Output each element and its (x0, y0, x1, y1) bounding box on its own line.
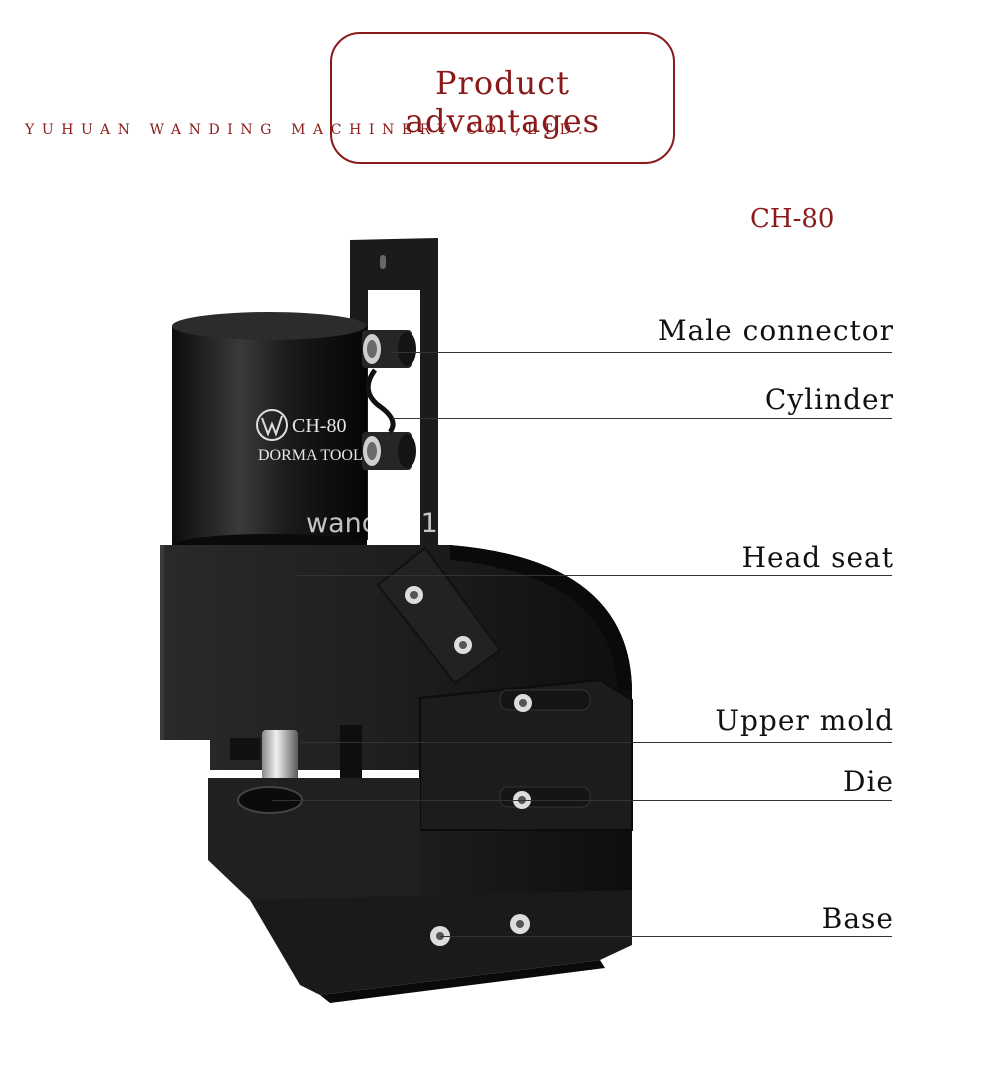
leader-base (440, 936, 892, 937)
cylinder-model-marking: CH-80 (292, 415, 346, 437)
cylinder-brand-marking: DORMA TOOLS (258, 447, 372, 464)
brand-logo-icon (256, 409, 288, 441)
callout-base: Base (821, 902, 894, 935)
upper-mold-punch (230, 725, 362, 782)
callout-male-connector: Male connector (657, 314, 894, 347)
side-guard-plate (419, 678, 633, 831)
male-connector-lower (362, 432, 416, 470)
leader-cylinder (392, 418, 892, 419)
watermark: wanding1.en.alibaba.com (306, 508, 654, 539)
hose (365, 368, 396, 434)
company-name: YUHUAN WANDING MACHINERY CO.,LTD. (25, 122, 591, 138)
leader-die (272, 800, 892, 801)
leader-upper-mold (300, 742, 892, 743)
leader-male-connector (392, 352, 892, 353)
clamp-plate (376, 546, 502, 685)
callout-die: Die (843, 765, 894, 798)
male-connector-upper (362, 330, 416, 368)
title-frame (330, 32, 675, 164)
die-block (208, 778, 420, 900)
model-label: CH-80 (750, 204, 835, 234)
base (250, 890, 632, 1003)
callout-upper-mold: Upper mold (715, 704, 894, 737)
leader-head-seat (296, 575, 892, 576)
page-title: Product advantages (404, 64, 601, 140)
callout-head-seat: Head seat (741, 541, 894, 574)
callout-cylinder: Cylinder (764, 383, 894, 416)
